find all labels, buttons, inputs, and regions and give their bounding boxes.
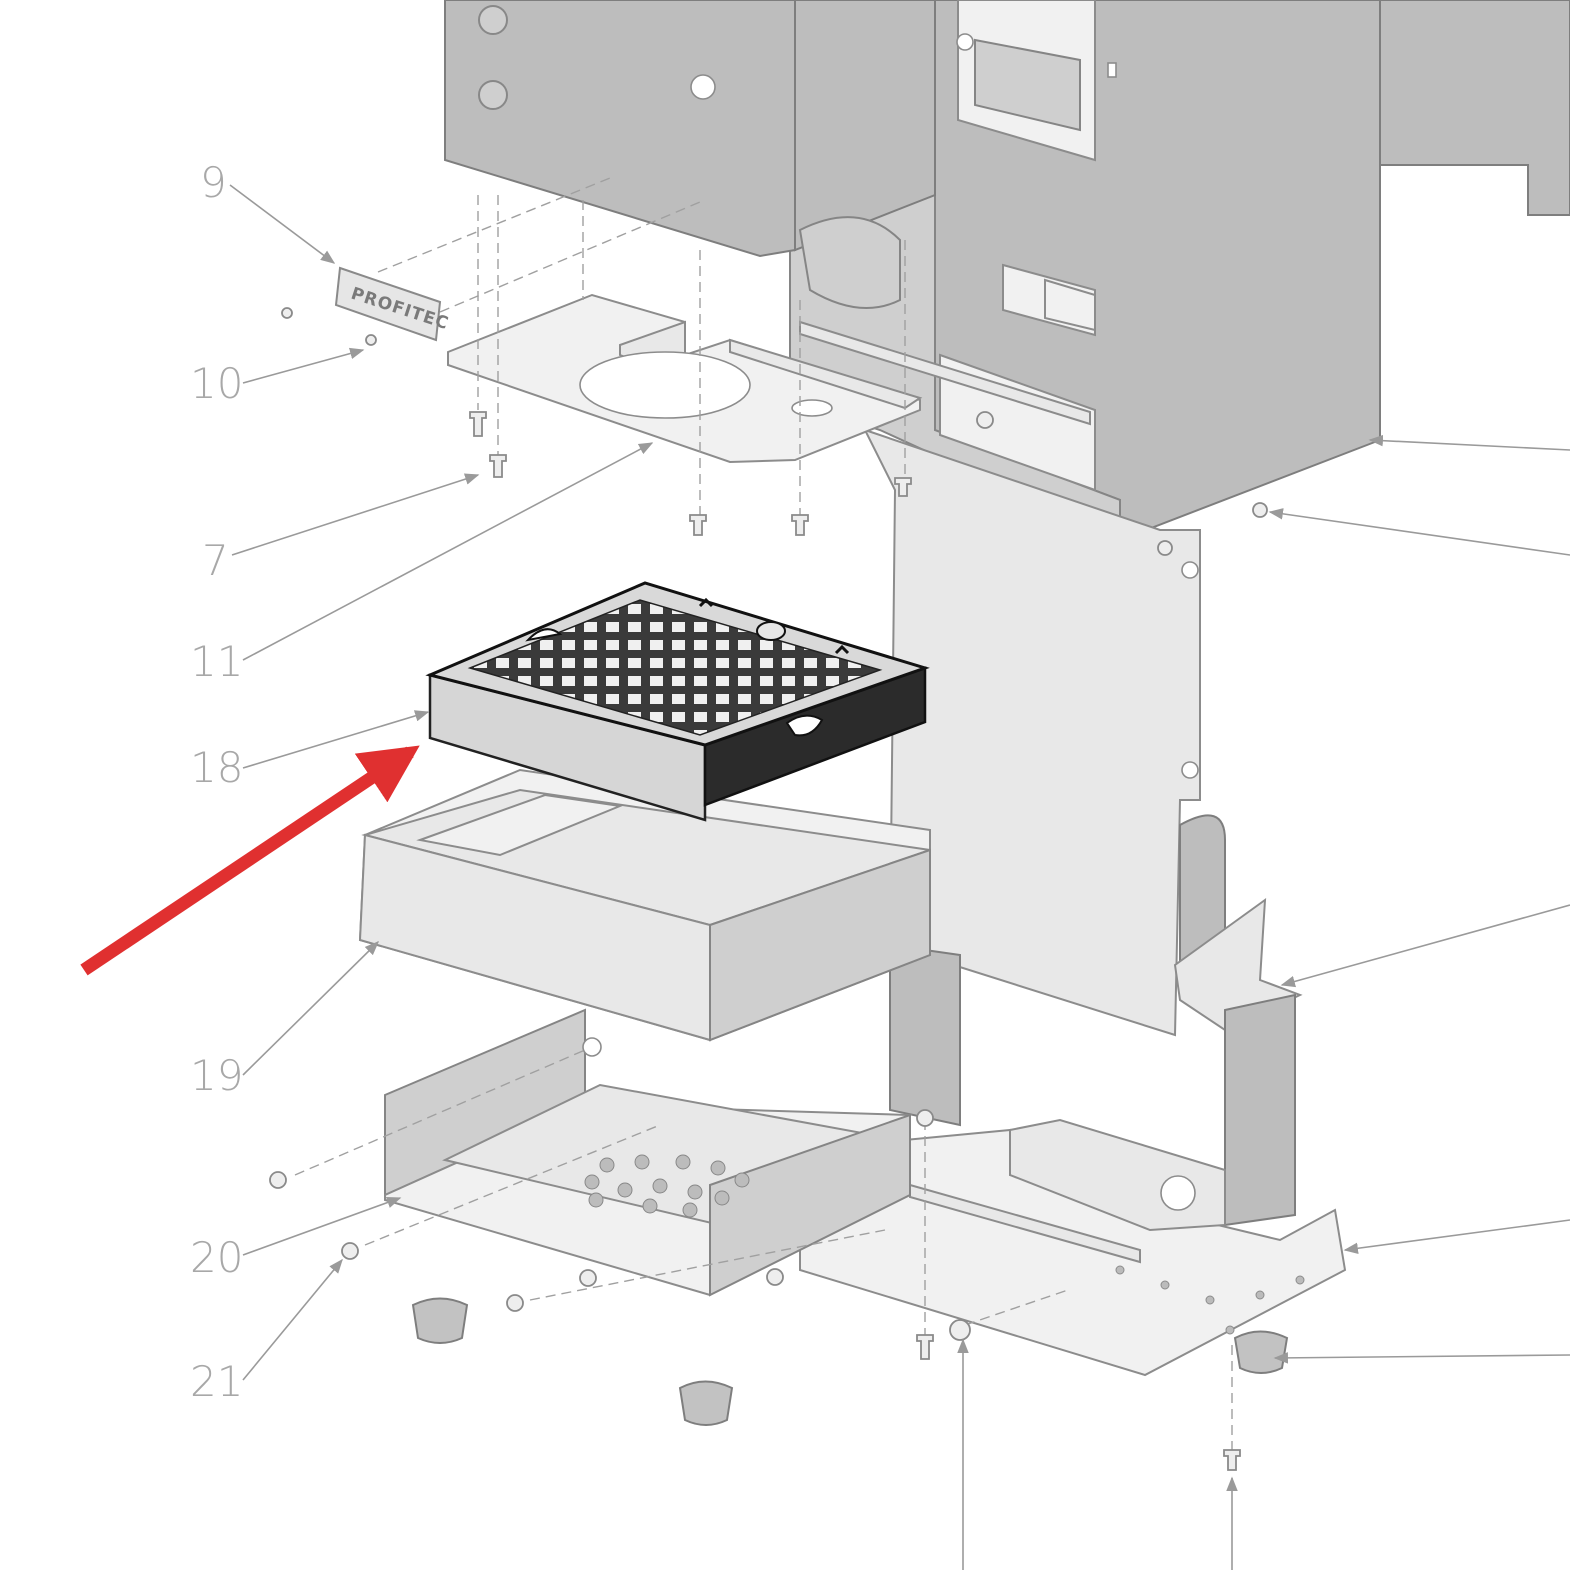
- upper-housing: [444, 0, 1570, 542]
- callout-9: 9: [200, 158, 227, 207]
- callout-21: 21: [190, 1357, 243, 1406]
- callout-labels: 9 10 7 11 18 19 20 21: [190, 158, 243, 1406]
- callout-7: 7: [202, 536, 229, 585]
- lower-tray: [384, 1008, 913, 1297]
- callout-11: 11: [190, 637, 243, 686]
- callout-18: 18: [190, 743, 243, 792]
- drip-tray-box: [358, 768, 931, 1042]
- cup-plate: [447, 293, 923, 464]
- highlight-arrow: [80, 745, 420, 976]
- assembly-lines: [294, 175, 1233, 1450]
- leader-lines: [229, 184, 1570, 1570]
- drip-grate: [425, 581, 930, 822]
- callout-20: 20: [190, 1233, 243, 1282]
- fasteners: [269, 307, 1289, 1471]
- callout-10: 10: [190, 359, 243, 408]
- back-panel: [863, 428, 1303, 1037]
- base-frame: [799, 943, 1347, 1377]
- logo-plate: PROFITEC: [334, 266, 451, 342]
- callout-19: 19: [190, 1051, 243, 1100]
